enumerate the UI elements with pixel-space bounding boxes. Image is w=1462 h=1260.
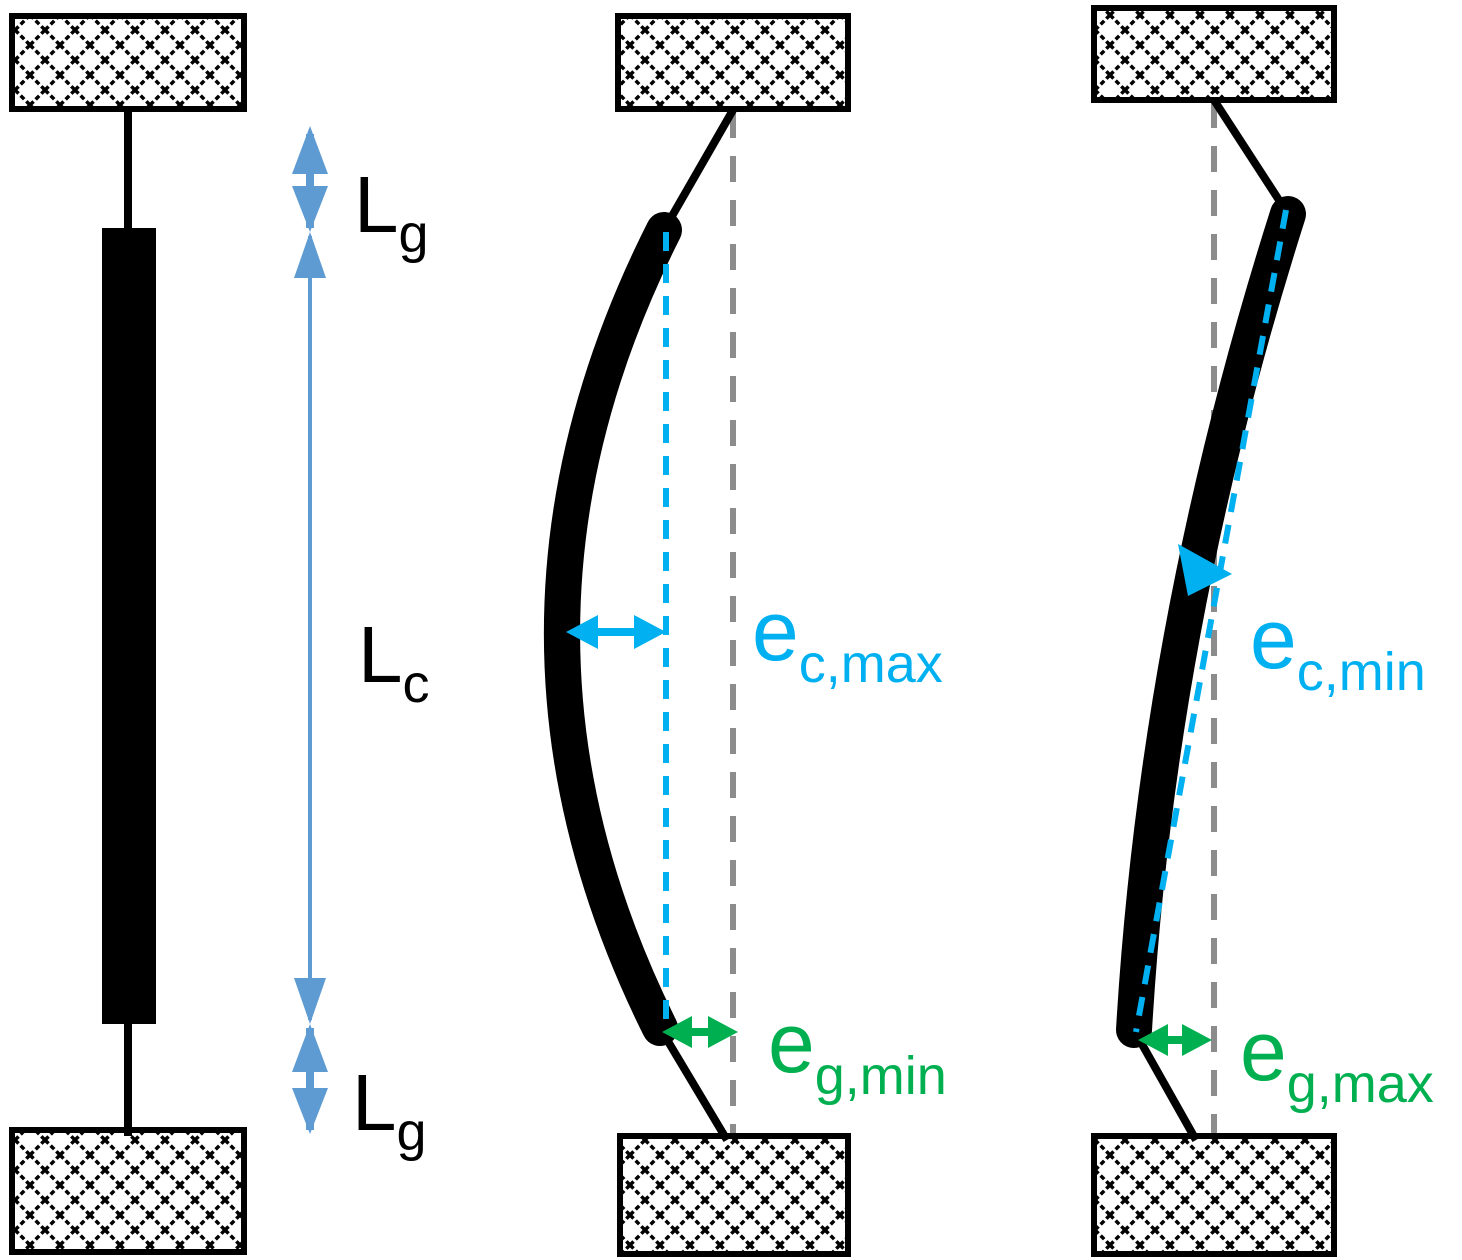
arrowhead-down-icon (292, 1088, 328, 1134)
dimension-arrow-lc (294, 232, 326, 1024)
arrowhead-up-icon (292, 126, 328, 174)
anchor-block-bottom (1091, 1133, 1337, 1257)
panel-bowed-column: ec,max eg,min (544, 13, 947, 1257)
arrowhead-up-icon (292, 1024, 328, 1072)
label-ec-min: ec,min (1250, 592, 1426, 702)
panel-straight-column: Lg Lc Lg (9, 13, 430, 1255)
eg-max-arrow (1138, 1024, 1212, 1056)
ec-max-arrow (566, 615, 666, 649)
anchor-block-top (615, 13, 851, 112)
link-line-top (1210, 97, 1292, 217)
arrowhead-left-icon (566, 615, 598, 649)
eg-min-arrow (662, 1016, 738, 1048)
arrowhead-up-icon (294, 232, 326, 278)
arrowhead-right-icon (708, 1016, 738, 1048)
anchor-block-bottom (9, 1127, 247, 1255)
arrowhead-down-icon (294, 978, 326, 1024)
column-member (102, 228, 156, 1024)
label-eg-min: eg,min (768, 996, 947, 1106)
label-ec-max: ec,max (752, 584, 943, 694)
label-eg-max: eg,max (1240, 1004, 1434, 1114)
label-lg-top: Lg (354, 160, 429, 264)
anchor-block-top (9, 13, 247, 112)
panel-tilted-column: ec,min eg,max (1091, 5, 1434, 1257)
arrowhead-left-icon (1138, 1024, 1168, 1056)
arrowhead-left-icon (662, 1016, 692, 1048)
arrowhead-down-icon (292, 186, 328, 232)
link-line-bottom (656, 1025, 731, 1143)
arrowhead-right-icon (634, 615, 666, 649)
link-line-top (660, 108, 737, 232)
label-lg-bottom: Lg (352, 1058, 427, 1162)
ec-min-arrowhead-icon (1178, 544, 1232, 596)
bowed-member (544, 212, 682, 1046)
anchor-block-bottom (617, 1133, 851, 1257)
label-lc: Lc (358, 610, 430, 714)
anchor-block-top (1091, 5, 1337, 103)
chord-dashed-line (1133, 209, 1289, 1033)
tilted-member (1116, 196, 1306, 1048)
dimension-arrow-lg-bottom (292, 1024, 328, 1134)
link-line-bottom (1130, 1028, 1200, 1142)
arrowhead-right-icon (1182, 1024, 1212, 1056)
dimension-arrow-lg-top (292, 126, 328, 232)
